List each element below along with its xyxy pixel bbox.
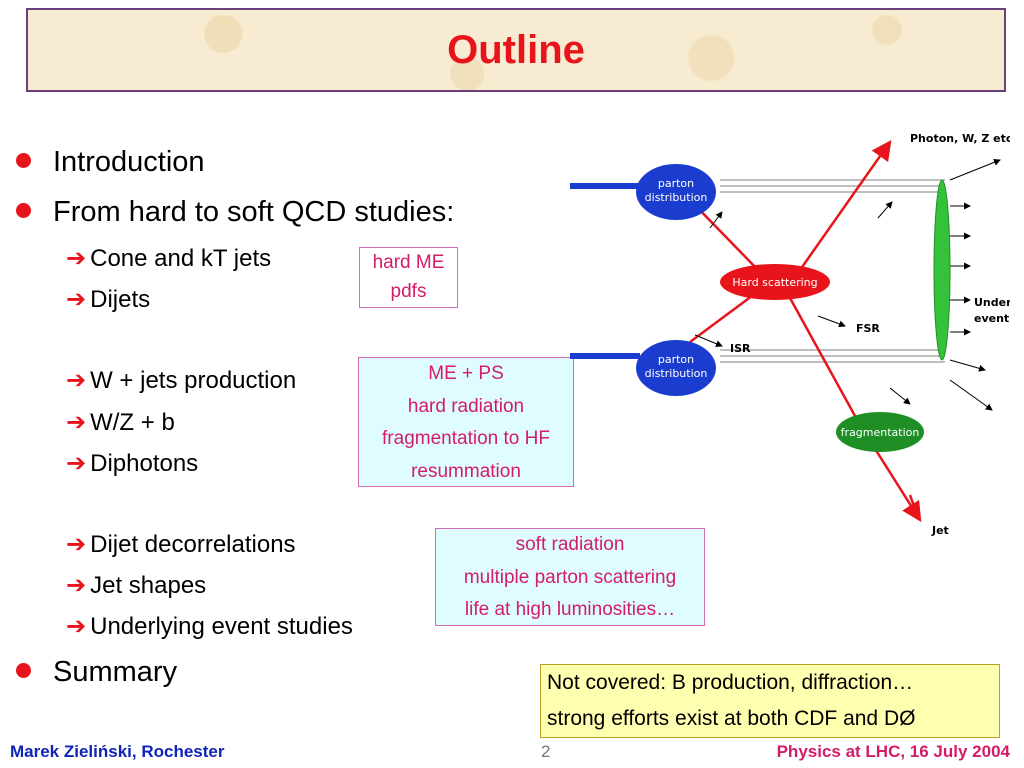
bullet-text: Dijets [90, 286, 151, 313]
subbullet-dijets: ➔Dijets [66, 285, 150, 314]
arrow-right-icon: ➔ [66, 286, 87, 313]
parton-label: distribution [645, 367, 708, 380]
arrow-right-icon: ➔ [66, 245, 87, 272]
jet-label: Jet [931, 524, 949, 537]
footer-event: Physics at LHC, 16 July 2004 [776, 742, 1010, 761]
arrow-right-icon: ➔ [66, 572, 87, 599]
fragmentation-blob [836, 412, 924, 452]
arrow-right-icon: ➔ [66, 531, 87, 558]
note-line: Not covered: B production, diffraction… [547, 671, 914, 694]
bullet-dot-icon [16, 152, 31, 168]
bullet-dot-icon [16, 662, 31, 678]
subbullet-jet-shapes: ➔Jet shapes [66, 571, 206, 600]
footer-author: Marek Zieliński, Rochester [10, 742, 225, 761]
box-line: fragmentation to HF [382, 428, 550, 449]
subbullet-wjets: ➔W + jets production [66, 366, 296, 395]
bullet-text: Underlying event studies [90, 613, 353, 640]
box-line: multiple parton scattering [463, 566, 677, 588]
parton-distribution-lower [636, 340, 716, 396]
bullet-hard-to-soft: From hard to soft QCD studies: [16, 196, 454, 229]
bullet-text: Summary [53, 656, 178, 688]
subbullet-underlying: ➔Underlying event studies [66, 612, 353, 641]
box-hard-me: hard ME pdfs [359, 247, 458, 308]
parton-distribution-upper [636, 164, 716, 220]
arrow-right-icon: ➔ [66, 367, 87, 394]
box-line: ME + PS [428, 363, 504, 384]
title-banner: Outline [26, 8, 1006, 92]
subbullet-decorrelations: ➔Dijet decorrelations [66, 530, 296, 559]
not-covered-note: Not covered: B production, diffraction… … [540, 664, 1000, 738]
arrow-right-icon: ➔ [66, 409, 87, 436]
parton-lines [689, 139, 922, 523]
bullet-text: Jet shapes [90, 572, 207, 599]
slide-title: Outline [447, 27, 585, 72]
hard-scattering-blob [720, 264, 830, 300]
bullet-text: Cone and kT jets [90, 245, 272, 272]
bullet-text: W + jets production [90, 367, 297, 394]
bullet-summary: Summary [16, 656, 177, 689]
parton-label: parton [658, 353, 694, 366]
box-line: soft radiation [515, 534, 625, 555]
box-line: pdfs [390, 281, 427, 302]
subbullet-diphotons: ➔Diphotons [66, 449, 198, 478]
bullet-text: From hard to soft QCD studies: [53, 196, 455, 228]
isr-label: ISR [730, 342, 751, 355]
hard-scattering-label: Hard scattering [732, 276, 817, 289]
bullet-dot-icon [16, 202, 31, 218]
bullet-text: Diphotons [90, 450, 199, 477]
bullet-text: Dijet decorrelations [90, 531, 296, 558]
note-line: strong efforts exist at both CDF and DØ [547, 707, 916, 730]
box-line: life at high luminosities… [464, 599, 676, 620]
bullet-introduction: Introduction [16, 146, 205, 179]
underlying-event-ellipse [933, 179, 951, 361]
underlying-label: event [974, 312, 1009, 325]
underlying-label: Under [974, 296, 1010, 309]
bullet-text: Introduction [53, 146, 205, 178]
box-me-ps: ME + PS hard radiation fragmentation to … [358, 357, 574, 487]
beam-remnant-lines [720, 179, 945, 363]
event-structure-diagram: parton distribution parton distribution … [570, 132, 1010, 537]
box-soft-radiation: soft radiation multiple parton scatterin… [435, 528, 705, 626]
box-line: hard ME [372, 252, 445, 273]
parton-label: parton [658, 177, 694, 190]
arrow-right-icon: ➔ [66, 613, 87, 640]
box-line: hard radiation [407, 395, 525, 417]
parton-label: distribution [645, 191, 708, 204]
photon-label: Photon, W, Z etc. [910, 132, 1010, 145]
page-number: 2 [541, 742, 551, 761]
fsr-label: FSR [856, 322, 880, 335]
subbullet-wzb: ➔W/Z + b [66, 408, 175, 437]
fragmentation-label: fragmentation [841, 426, 920, 439]
subbullet-cone-kt: ➔Cone and kT jets [66, 244, 271, 273]
radiation-arrows [694, 158, 1001, 411]
arrow-right-icon: ➔ [66, 450, 87, 477]
box-line: resummation [411, 460, 521, 482]
bullet-text: W/Z + b [90, 409, 175, 436]
